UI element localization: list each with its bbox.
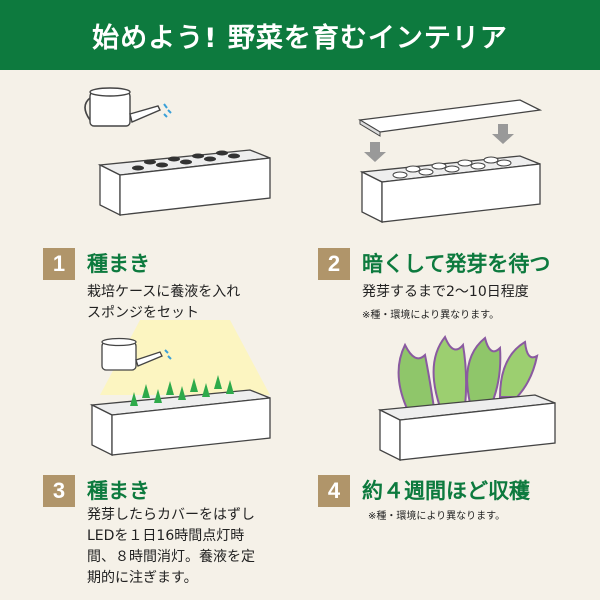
growing-tray-icon [97,149,271,217]
watering-can-icon [84,87,172,127]
cover-lid-icon [358,99,543,137]
step-2-title: 暗くして発芽を待つ [362,252,551,276]
watering-can-icon [101,337,172,371]
step-3-badge: 3 [43,475,75,507]
step-2-note: ※種・環境により異なります。 [362,310,500,321]
down-arrow-icon [364,124,514,162]
illustration-step2-cover [358,99,543,224]
step-1-title: 種まき [87,252,150,276]
step-2-description: 発芽するまで2～10日程度 [362,284,529,300]
step-1-badge: 1 [43,248,75,280]
step-3-description: 発芽したらカバーをはずし LEDを１日16時間点灯時 間、８時間消灯。養液を定 … [87,507,255,586]
lettuce-icon [397,335,539,416]
growing-tray-icon [89,389,271,457]
step-4-note: ※種・環境により異なります。 [368,511,506,522]
illustration-step3-led [89,320,271,457]
illustration-step1-sowing [84,87,271,217]
sprout-icon [130,375,234,406]
growing-tray-icon [359,155,541,224]
page-title-banner: 始めよう! 野菜を育むインテリア [0,0,600,70]
illustration-step4-harvest [377,335,556,462]
step-3-title: 種まき [87,479,150,503]
page-title: 始めよう! 野菜を育むインテリア [92,22,508,54]
step-4-title: 約４週間ほど収穫 [362,479,530,503]
growing-tray-icon [377,394,556,462]
step-2-badge: 2 [318,248,350,280]
step-1-description: 栽培ケースに養液を入れ スポンジをセット [87,284,241,321]
led-light-beam-icon [100,320,270,395]
step-4-badge: 4 [318,475,350,507]
